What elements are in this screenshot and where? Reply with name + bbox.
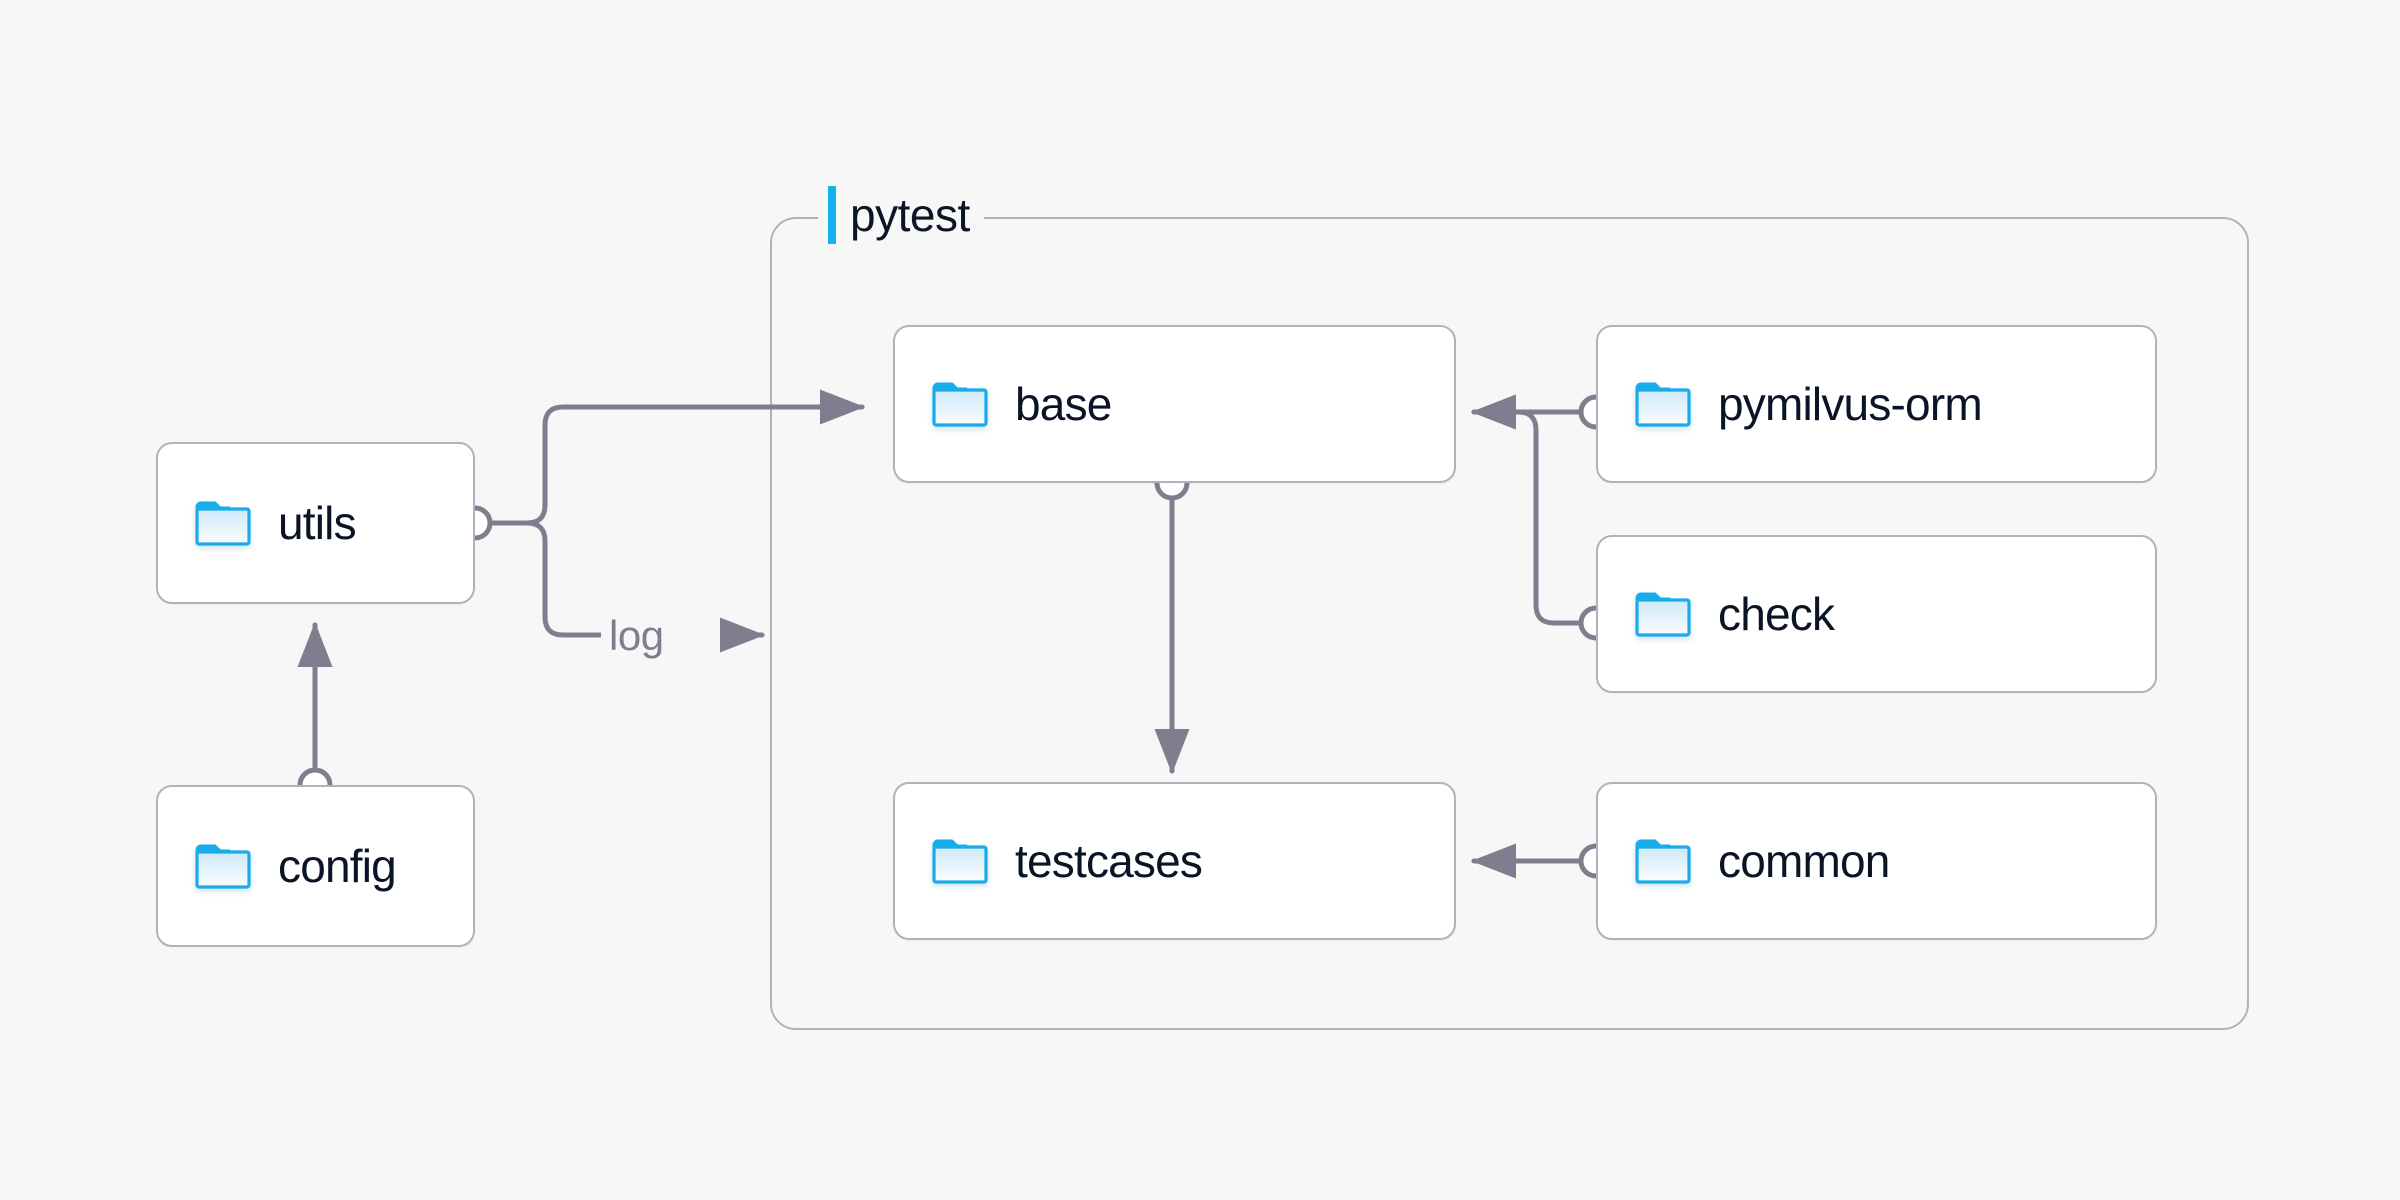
folder-icon — [1635, 839, 1691, 884]
folder-icon — [1635, 592, 1691, 637]
folder-icon — [195, 501, 251, 546]
folder-icon — [195, 844, 251, 889]
accent-bar-icon — [828, 186, 836, 244]
node-label: testcases — [1015, 835, 1203, 887]
node-content: testcases — [895, 834, 1203, 888]
node-pymilvus-orm[interactable]: pymilvus-orm — [1596, 325, 2157, 483]
edge-label-log: log — [601, 612, 672, 660]
group-container-pytest — [770, 217, 2249, 1030]
folder-icon — [932, 382, 988, 427]
node-config[interactable]: config — [156, 785, 475, 947]
node-label: pymilvus-orm — [1718, 378, 1983, 430]
group-title: pytest — [850, 189, 970, 241]
node-label: config — [278, 840, 397, 892]
folder-icon — [1635, 382, 1691, 427]
node-content: config — [158, 839, 397, 893]
edge-utils-to-log-a — [524, 520, 603, 638]
node-content: pymilvus-orm — [1598, 377, 1983, 431]
node-utils[interactable]: utils — [156, 442, 475, 604]
node-common[interactable]: common — [1596, 782, 2157, 940]
group-label-pytest: pytest — [818, 186, 984, 244]
folder-icon — [932, 839, 988, 884]
node-testcases[interactable]: testcases — [893, 782, 1456, 940]
node-content: common — [1598, 834, 1890, 888]
node-label: utils — [278, 497, 357, 549]
node-label: common — [1718, 835, 1890, 887]
node-content: base — [895, 377, 1112, 431]
node-check[interactable]: check — [1596, 535, 2157, 693]
node-label: check — [1718, 588, 1835, 640]
node-content: check — [1598, 587, 1835, 641]
node-base[interactable]: base — [893, 325, 1456, 483]
node-label: base — [1015, 378, 1112, 430]
node-content: utils — [158, 496, 357, 550]
